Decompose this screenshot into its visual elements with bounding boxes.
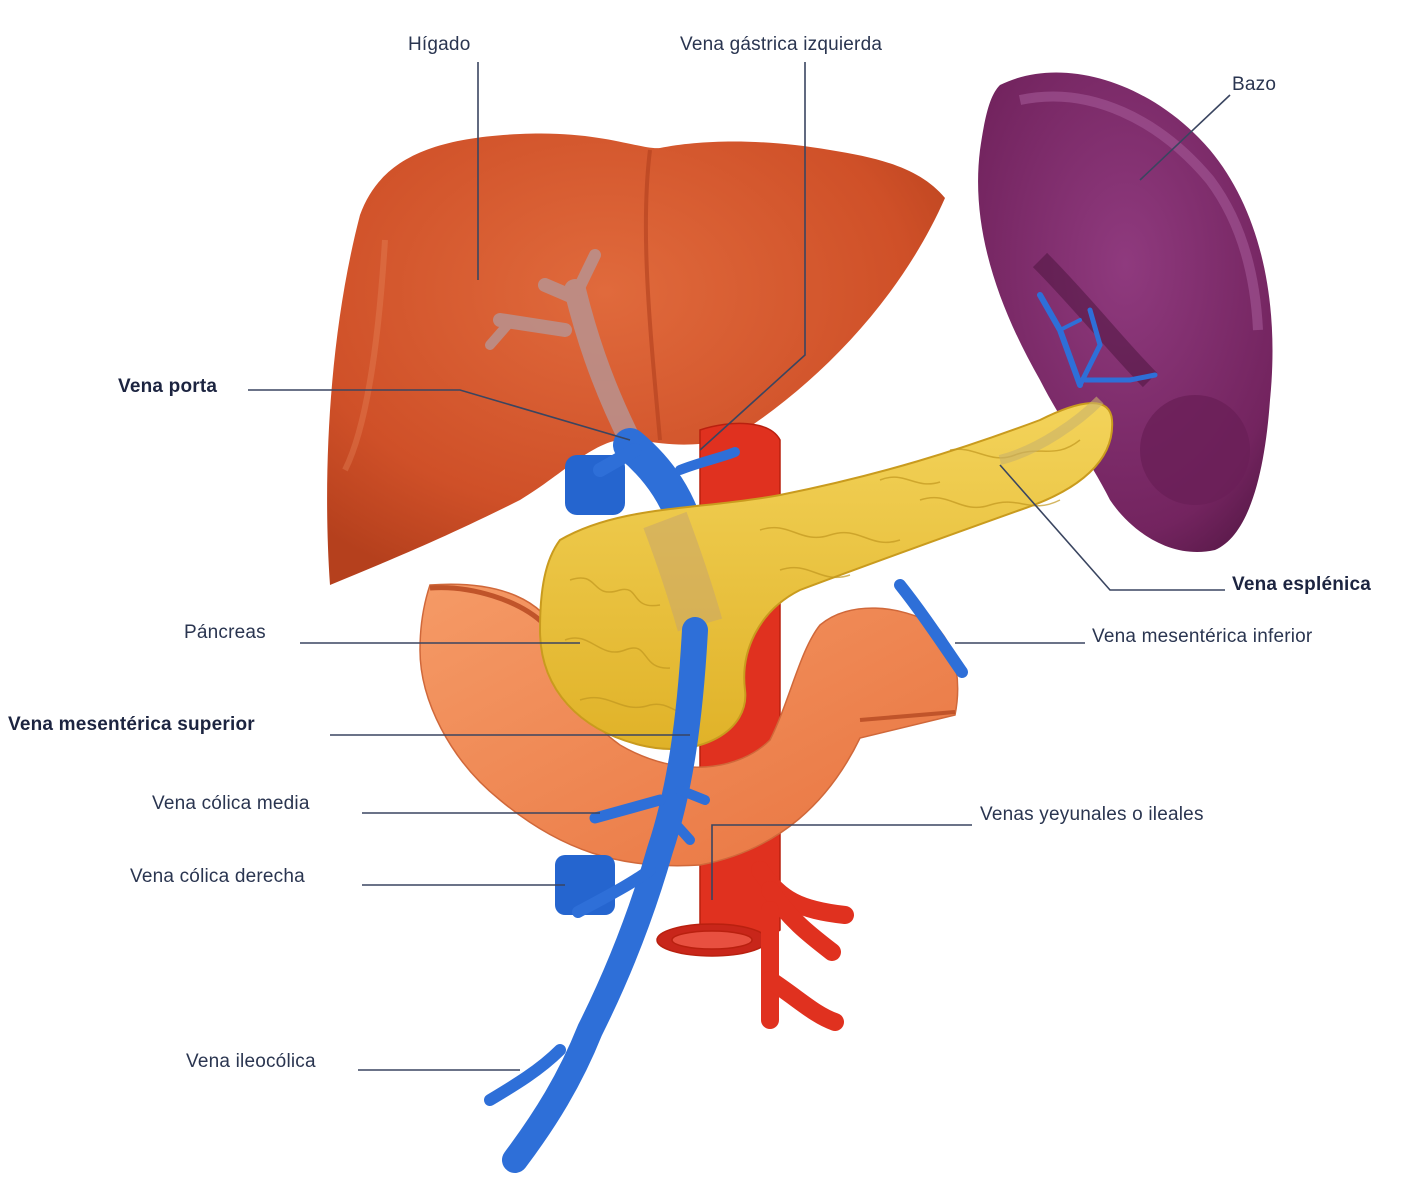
leader-lines: [248, 62, 1231, 1071]
superior-mesenteric-vein: [484, 617, 710, 1173]
label-vena-colica-media: Vena cólica media: [152, 793, 310, 814]
label-pancreas: Páncreas: [184, 622, 266, 643]
label-vena-colica-derecha: Vena cólica derecha: [130, 866, 305, 887]
label-vena-ileocolica: Vena ileocólica: [186, 1051, 316, 1072]
leader-venas-yeyunales: [711, 824, 972, 900]
label-bazo: Bazo: [1232, 74, 1277, 95]
inferior-mesenteric-vein: [894, 579, 968, 678]
splenic-hilum-veins: [1037, 292, 1158, 388]
label-venas-yeyunales-ileales: Venas yeyunales o ileales: [980, 804, 1204, 825]
leader-vena-gastrica: [699, 62, 806, 451]
label-vena-esplenica: Vena esplénica: [1232, 574, 1372, 595]
label-vena-gastrica-izquierda: Vena gástrica izquierda: [680, 34, 883, 55]
leader-bazo: [1139, 94, 1231, 181]
spleen: [978, 72, 1273, 552]
liver: [327, 133, 945, 586]
label-vena-porta: Vena porta: [118, 376, 218, 397]
leader-vena-porta: [248, 389, 631, 441]
portal-branches: [485, 249, 641, 451]
label-vena-mesenterica-superior: Vena mesentérica superior: [8, 714, 255, 735]
label-higado: Hígado: [408, 34, 471, 55]
leader-vena-esplenica: [999, 464, 1225, 591]
label-vena-mesenterica-inferior: Vena mesentérica inferior: [1092, 626, 1313, 647]
iliac-arteries: [751, 861, 854, 1031]
